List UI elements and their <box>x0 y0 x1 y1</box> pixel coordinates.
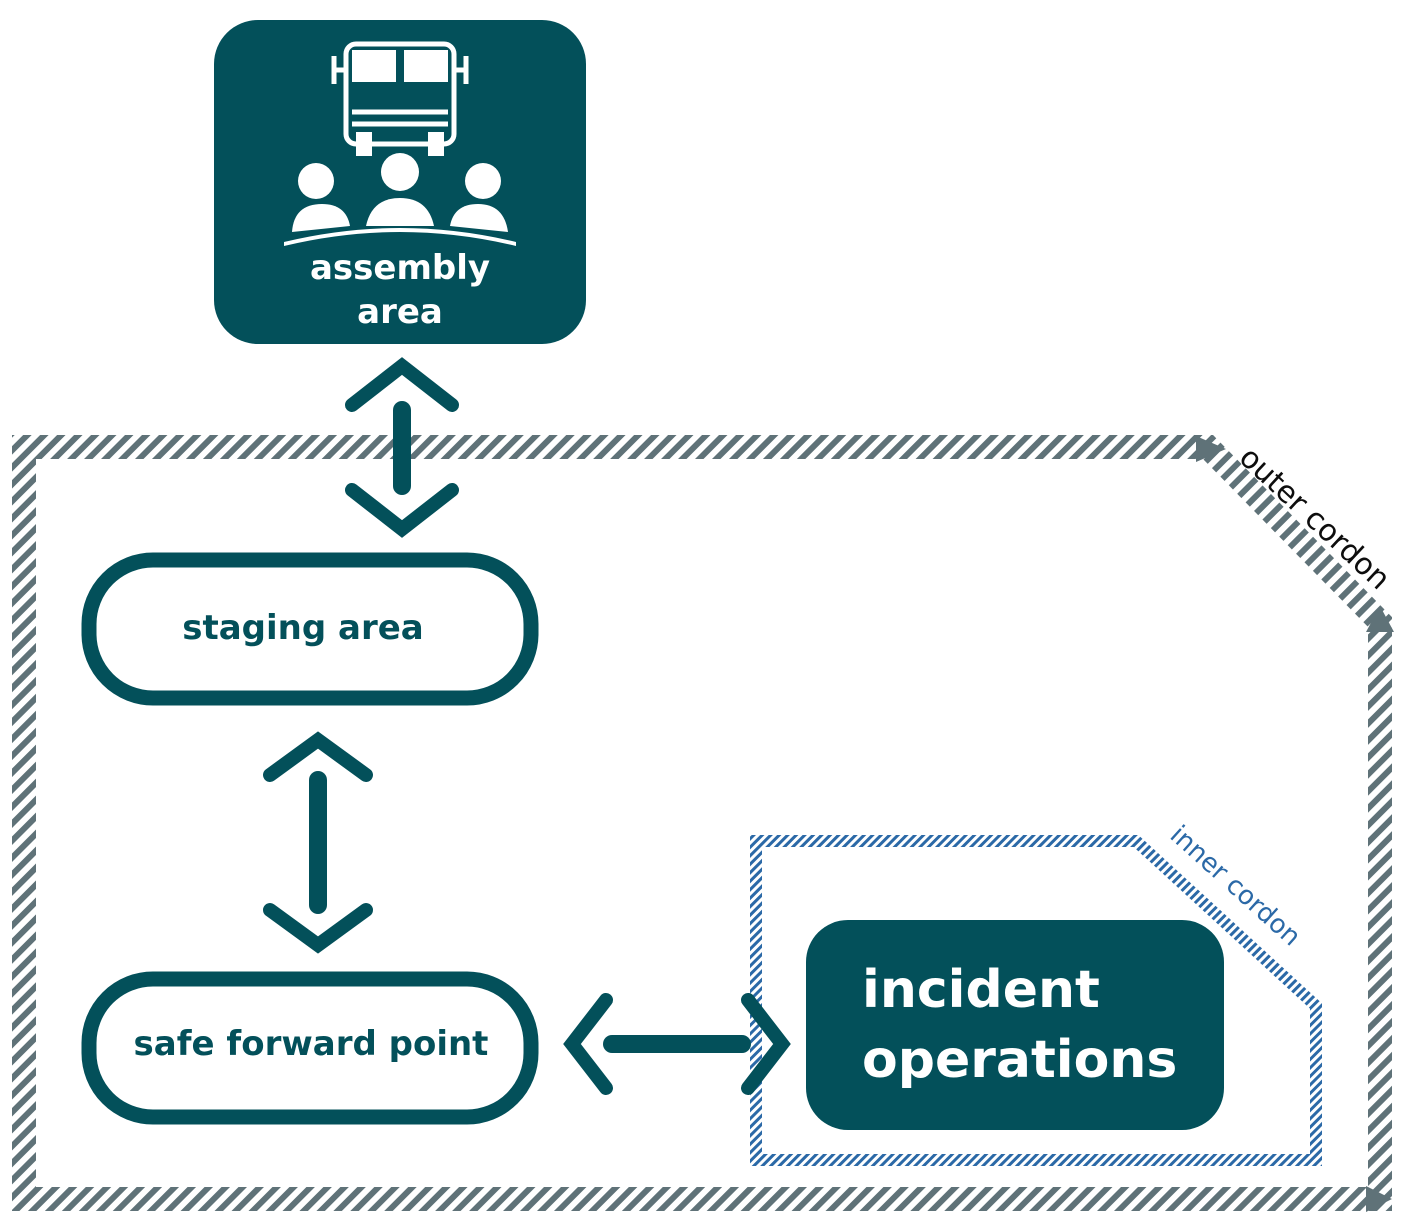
assembly-area-label-line1: assembly <box>309 248 491 288</box>
outer-cordon-arrow-right <box>1366 606 1394 632</box>
assembly-area-label: assembly area <box>214 242 586 338</box>
outer-cordon-arrow-bottom <box>1366 1186 1392 1212</box>
incident-operations-label: incident operations <box>862 950 1202 1100</box>
people-group-icon <box>284 153 516 246</box>
incident-operations-box <box>806 920 1224 1130</box>
inner-cordon <box>750 835 1322 1166</box>
outer-cordon <box>12 435 1392 1211</box>
staging-area-box <box>81 552 539 706</box>
assembly-area-label-line2: area <box>357 292 443 332</box>
staging-sfp-arrow <box>263 731 373 954</box>
truck-icon <box>331 41 469 156</box>
assembly-staging-arrow <box>345 357 459 538</box>
sfp-incident-arrow <box>563 993 791 1095</box>
incident-operations-label-line2: operations <box>862 1030 1178 1090</box>
outer-cordon-arrow-top <box>1196 436 1226 462</box>
safe-forward-point-label: safe forward point <box>133 1024 489 1064</box>
incident-operations-label-line1: incident <box>862 960 1100 1020</box>
staging-area-label: staging area <box>182 608 424 648</box>
safe-forward-point-box <box>81 971 539 1125</box>
